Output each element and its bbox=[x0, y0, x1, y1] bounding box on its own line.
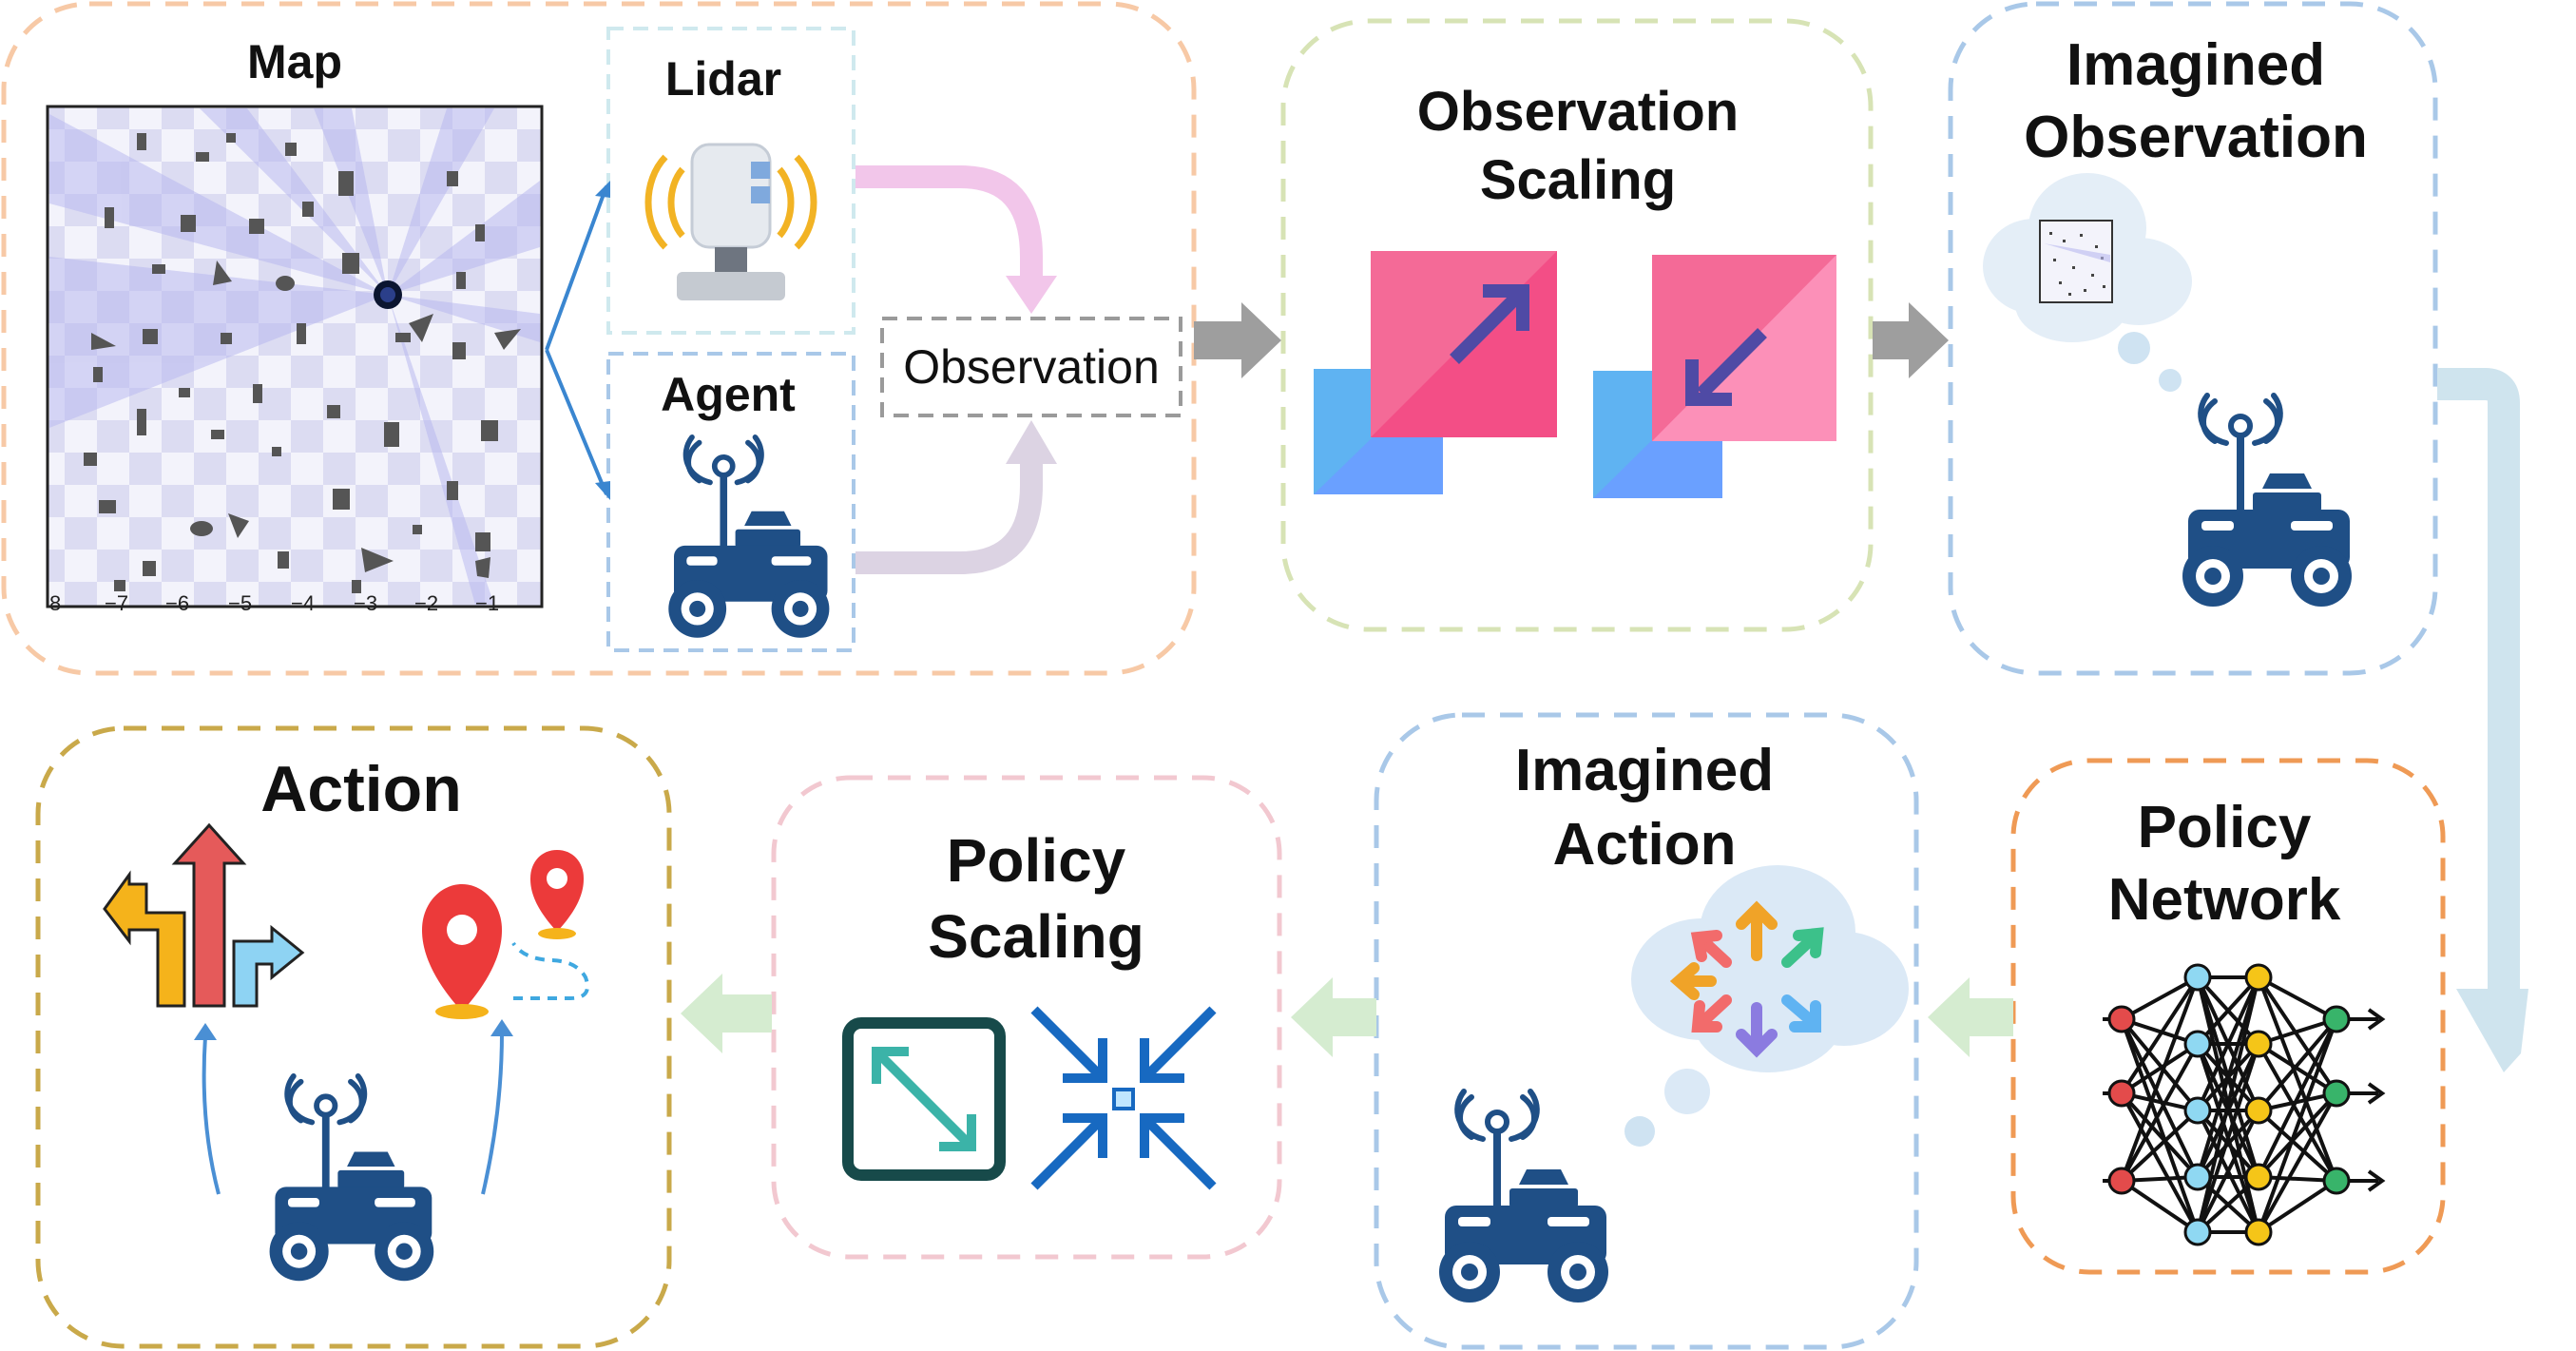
scaling-to-imagined-arrow bbox=[1873, 302, 1949, 378]
neural-network-node bbox=[2244, 1218, 2273, 1246]
neural-network-node bbox=[2244, 1096, 2273, 1125]
observation-scaling-title-1: Observation bbox=[1416, 81, 1740, 143]
policy-scaling-title-2: Scaling bbox=[928, 902, 1144, 971]
thought-cloud-icon bbox=[1983, 173, 2192, 392]
neural-network-node bbox=[2244, 963, 2273, 992]
map-image bbox=[46, 105, 544, 608]
neural-network-node bbox=[2322, 1167, 2351, 1195]
imagined-action-title-1: Imagined bbox=[1514, 738, 1775, 803]
neural-network-node bbox=[2107, 1167, 2136, 1195]
agent-arrowhead bbox=[595, 481, 610, 500]
action-robot-icon bbox=[270, 1076, 434, 1281]
imagined-observation-title-2: Observation bbox=[2024, 105, 2368, 170]
observation-label-box bbox=[880, 317, 1182, 417]
agent-to-observation-arrow bbox=[855, 462, 1043, 574]
map-tick-label: −2 bbox=[414, 591, 439, 615]
observation-to-scaling-arrow bbox=[1194, 302, 1281, 378]
scale-down-arrow-icon bbox=[1593, 255, 1836, 498]
lidar-label: Lidar bbox=[664, 52, 782, 106]
imagined-action-to-policy-scaling-arrow bbox=[1291, 977, 1376, 1057]
location-pin-icon bbox=[422, 850, 589, 1019]
map-tick-label: −1 bbox=[475, 591, 500, 615]
observation-scaling-box bbox=[1280, 18, 1874, 632]
lidar-box bbox=[606, 27, 855, 335]
observation-label: Observation bbox=[903, 340, 1160, 394]
neural-network-node bbox=[2244, 1030, 2273, 1058]
lidar-sensor-icon bbox=[644, 143, 817, 300]
action-arrowhead-left bbox=[194, 1023, 217, 1040]
imagined-action-robot-icon bbox=[1439, 1091, 1608, 1303]
imagined-observation-robot-icon bbox=[2182, 396, 2352, 607]
neural-network-node bbox=[2107, 1079, 2136, 1108]
imagined-observation-title-1: Imagined bbox=[2066, 32, 2326, 98]
policy-network-title-2: Network bbox=[2107, 867, 2341, 933]
policy-network-to-imagined-action-arrow bbox=[1928, 977, 2013, 1057]
neural-network-node bbox=[2107, 1005, 2136, 1033]
observation-scaling-title-2: Scaling bbox=[1479, 149, 1677, 211]
lidar-arrowhead bbox=[595, 181, 610, 198]
imagined-observation-box bbox=[1948, 1, 2438, 676]
neural-network-node bbox=[2183, 1030, 2212, 1058]
imagined-action-title-2: Action bbox=[1552, 812, 1737, 878]
agent-arrowhead-purple bbox=[1006, 420, 1057, 464]
map-lidar-agent-group bbox=[1, 1, 1197, 676]
neural-network-node bbox=[2322, 1079, 2351, 1108]
neural-network-node bbox=[2183, 1096, 2212, 1125]
map-tick-label: −4 bbox=[291, 591, 316, 615]
direction-signpost-icon bbox=[103, 822, 305, 1008]
map-to-sensors-arrows bbox=[545, 185, 608, 495]
map-tick-label: 8 bbox=[49, 591, 62, 615]
neural-network-node bbox=[2322, 1005, 2351, 1033]
map-tick-label: −3 bbox=[354, 591, 378, 615]
neural-network-node bbox=[2183, 1218, 2212, 1246]
neural-network-node bbox=[2183, 963, 2212, 992]
map-tick-label: −5 bbox=[228, 591, 253, 615]
imagined-action-cloud-icon bbox=[1624, 865, 1909, 1147]
imagined-to-policy-network-arrow bbox=[2437, 368, 2528, 1072]
lidar-arrowhead-pink bbox=[1006, 276, 1057, 314]
map-tick-label: −6 bbox=[165, 591, 190, 615]
lidar-to-observation-arrow bbox=[855, 165, 1043, 278]
map-label: Map bbox=[247, 35, 342, 88]
policy-scaling-title-1: Policy bbox=[946, 826, 1126, 895]
agent-robot-icon bbox=[668, 437, 829, 638]
neural-network-node bbox=[2183, 1163, 2212, 1191]
action-arrows bbox=[202, 1032, 504, 1195]
action-arrowhead-right bbox=[490, 1019, 513, 1036]
neural-network-node bbox=[2244, 1163, 2273, 1191]
scale-up-arrow-icon bbox=[1314, 251, 1557, 494]
policy-scaling-to-action-arrow bbox=[681, 974, 772, 1053]
expand-diagonal-icon bbox=[842, 1017, 1006, 1181]
agent-label: Agent bbox=[661, 368, 796, 421]
action-title: Action bbox=[260, 753, 462, 825]
neural-network-icon bbox=[2103, 963, 2386, 1246]
action-box bbox=[35, 725, 672, 1349]
compress-arrows-icon bbox=[1030, 1006, 1217, 1190]
map-tick-label: −7 bbox=[105, 591, 129, 615]
policy-network-title-1: Policy bbox=[2137, 795, 2312, 860]
